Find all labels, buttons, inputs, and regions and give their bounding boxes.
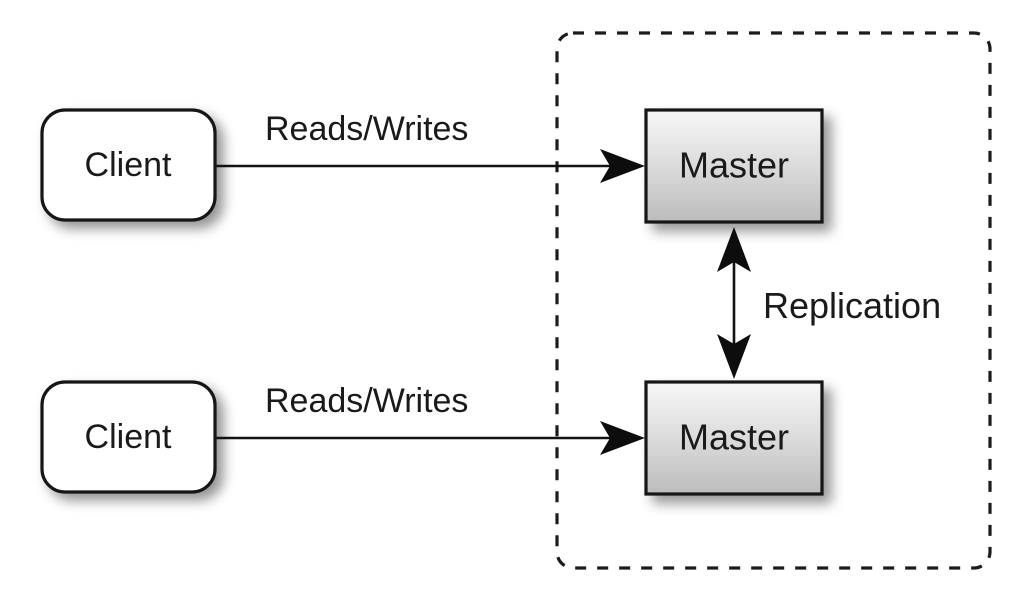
arrow-head-icon-replication-up [717, 227, 751, 272]
arrow-head-icon-replication-down [717, 334, 751, 379]
client-bottom-label: Client [85, 418, 172, 456]
master-bottom-label: Master [679, 417, 789, 458]
edge-reads-writes-bottom: Reads/Writes [215, 382, 645, 455]
cluster-boundary [555, 31, 992, 570]
node-master-top[interactable]: Master [644, 108, 824, 224]
master-top-label: Master [679, 145, 789, 186]
arrow-head-icon-top [600, 149, 645, 183]
node-client-top[interactable]: Client [40, 108, 217, 222]
node-master-bottom[interactable]: Master [644, 380, 824, 496]
edge-bottom-label: Reads/Writes [265, 382, 468, 420]
arrow-head-icon-bottom [600, 421, 645, 455]
edge-top-label: Reads/Writes [265, 110, 468, 148]
master-bottom-shape [644, 380, 824, 496]
edge-replication-label: Replication [763, 285, 941, 326]
edge-replication: Replication [717, 227, 941, 379]
client-top-label: Client [85, 146, 172, 184]
master-top-shape [644, 108, 824, 224]
edge-reads-writes-top: Reads/Writes [215, 110, 645, 183]
node-client-bottom[interactable]: Client [40, 380, 217, 494]
